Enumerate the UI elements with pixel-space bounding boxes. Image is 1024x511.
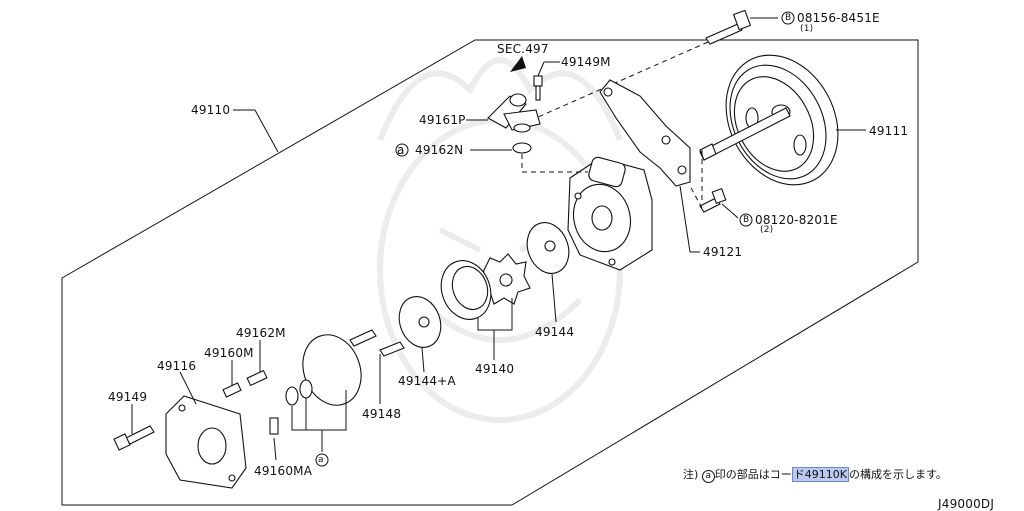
pump-body (567, 156, 653, 271)
label-49144A: 49144+A (398, 374, 456, 388)
label-49140: 49140 (475, 362, 515, 376)
label-49111: 49111 (869, 124, 909, 138)
assembly-outline (61, 39, 919, 506)
bolt-08156 (705, 9, 752, 45)
bolt-08120 (699, 187, 727, 213)
small-oring-2 (299, 379, 313, 399)
label-49162N: 49162N (415, 143, 464, 157)
bolt-49149 (113, 425, 155, 451)
pulley (699, 54, 839, 186)
springs (222, 369, 279, 435)
label-08120: 08120-8201E (755, 213, 838, 227)
cam-ring (440, 260, 492, 320)
sec-arrow (510, 56, 526, 72)
marker-circles (315, 11, 795, 467)
label-49149: 49149 (108, 390, 148, 404)
label-49121: 49121 (703, 245, 743, 259)
pins (349, 329, 405, 357)
label-49160M: 49160M (204, 346, 254, 360)
label-49149M: 49149M (561, 55, 611, 69)
oring-49162N (512, 142, 532, 154)
side-plate-49144 (526, 222, 570, 274)
label-49161P: 49161P (419, 113, 466, 127)
label-49144: 49144 (535, 325, 575, 339)
outlet-fitting (487, 93, 541, 133)
side-plate-49144A (398, 296, 442, 348)
label-49160MA: 49160MA (254, 464, 313, 478)
label-49148: 49148 (362, 407, 402, 421)
label-49116: 49116 (157, 359, 197, 373)
footnote-highlight: ド49110K (791, 467, 850, 482)
footnote-text-after: の構成を示します。 (849, 468, 947, 481)
marker-b-08120: B (743, 215, 750, 225)
label-sec497: SEC.497 (497, 42, 549, 56)
marker-a-kit: a (318, 455, 324, 465)
footnote-text-before: 印の部品はコー (714, 468, 792, 481)
label-49162M: 49162M (236, 326, 286, 340)
label-08156-qty: (1) (800, 24, 814, 34)
marker-a-49162N: a (397, 143, 405, 157)
label-08120-qty: (2) (760, 225, 774, 235)
footnote-marker: a (701, 470, 715, 483)
footnote-prefix: 注) (683, 468, 699, 481)
rear-cover (165, 395, 247, 489)
marker-b-08156: B (785, 13, 792, 23)
reference-code: J49000DJ (938, 497, 995, 511)
bracket (599, 79, 691, 187)
label-08156: 08156-8451E (797, 11, 880, 25)
label-49110: 49110 (191, 103, 231, 117)
small-oring-1 (285, 386, 299, 406)
leader-lines (131, 17, 866, 461)
